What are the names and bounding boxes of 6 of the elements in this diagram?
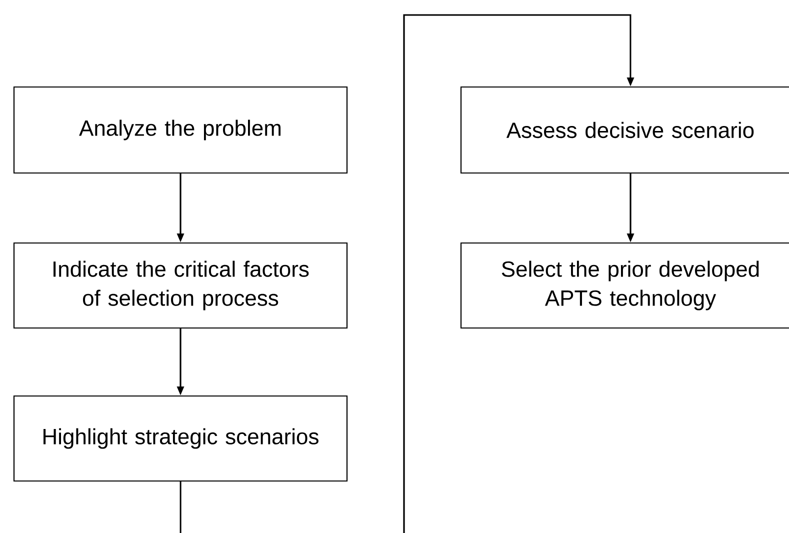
process-box: Assess decisive scenario: [460, 86, 789, 174]
process-box: Select the prior developed APTS technology: [460, 242, 789, 329]
process-box: Analyze the problem: [13, 86, 348, 174]
process-box: Indicate the critical factors of selection process: [13, 242, 348, 329]
process-box: Highlight strategic scenarios: [13, 395, 348, 482]
arrow: [180, 14, 634, 533]
